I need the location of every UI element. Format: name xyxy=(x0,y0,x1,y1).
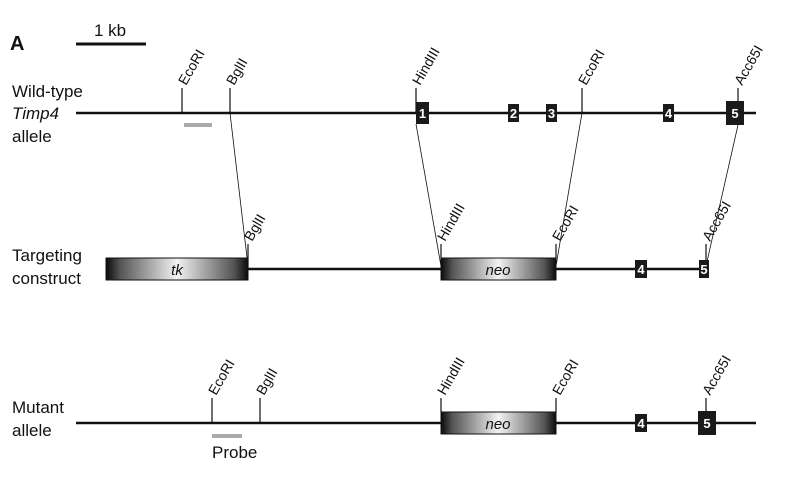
mut-ecori-label: EcoRI xyxy=(205,356,238,397)
mut-neo-cassette-label: neo xyxy=(485,416,510,433)
wt-exon-2 xyxy=(508,104,519,122)
wildtype-label-line1: Wild-type xyxy=(12,82,83,101)
connector-hindiii xyxy=(415,123,442,267)
tc-exon-4 xyxy=(635,260,647,278)
probe-label: Probe xyxy=(212,443,257,462)
wt-exon-4 xyxy=(663,104,674,122)
wt-exon-5-label: 5 xyxy=(731,106,738,121)
tc-acc65i-label: Acc65I xyxy=(699,198,734,243)
mutant-label-line1: Mutant xyxy=(12,398,64,417)
mut-exon-4 xyxy=(635,414,647,432)
tc-exon-4-label: 4 xyxy=(637,262,645,277)
scale-bar-label: 1 kb xyxy=(94,21,126,40)
targeting-label-line2: construct xyxy=(12,269,81,288)
tc-neo-cassette xyxy=(440,257,557,281)
wt-exon-3 xyxy=(546,104,557,122)
tc-exon-5-label: 5 xyxy=(700,262,707,277)
tc-exon-5 xyxy=(699,260,709,278)
mut-neo-cassette xyxy=(440,411,557,435)
wildtype-label-line3: allele xyxy=(12,127,52,146)
tc-neo-cassette-label: neo xyxy=(485,262,510,279)
wt-exon-2-label: 2 xyxy=(510,106,517,121)
mut-exon-5-label: 5 xyxy=(703,416,710,431)
wildtype-label-line2: Timp4 xyxy=(12,104,59,123)
wt-hindiii-label: HindIII xyxy=(409,44,443,87)
tc-ecori-label: EcoRI xyxy=(549,202,582,243)
mut-exon-4-label: 4 xyxy=(637,416,645,431)
targeting-label-line1: Targeting xyxy=(12,246,82,265)
wt-ecori2-label: EcoRI xyxy=(575,46,608,87)
tc-bglii-label: BglII xyxy=(241,211,269,243)
connector-bglii xyxy=(229,112,249,267)
tk-cassette-label: tk xyxy=(171,262,184,279)
connector-acc65i xyxy=(705,124,739,267)
mut-acc65i-label: Acc65I xyxy=(699,352,734,397)
wt-exon-1-label: 1 xyxy=(419,106,426,121)
wt-bglii-label: BglII xyxy=(223,55,251,87)
mut-ecori2-label: EcoRI xyxy=(549,356,582,397)
wt-ecori-label: EcoRI xyxy=(175,46,208,87)
mut-bglii-label: BglII xyxy=(253,365,281,397)
tc-hindiii-label: HindIII xyxy=(434,200,468,243)
wt-exon-4-label: 4 xyxy=(665,106,673,121)
panel-label: A xyxy=(10,33,24,55)
wt-exon-1 xyxy=(416,102,429,124)
mut-exon-5 xyxy=(698,411,716,435)
wt-acc65i-label: Acc65I xyxy=(731,42,766,87)
mut-hindiii-label: HindIII xyxy=(434,354,468,397)
wt-exon-5 xyxy=(726,101,744,125)
connector-ecori xyxy=(555,112,583,267)
wt-exon-3-label: 3 xyxy=(548,106,555,121)
mutant-label-line2: allele xyxy=(12,421,52,440)
